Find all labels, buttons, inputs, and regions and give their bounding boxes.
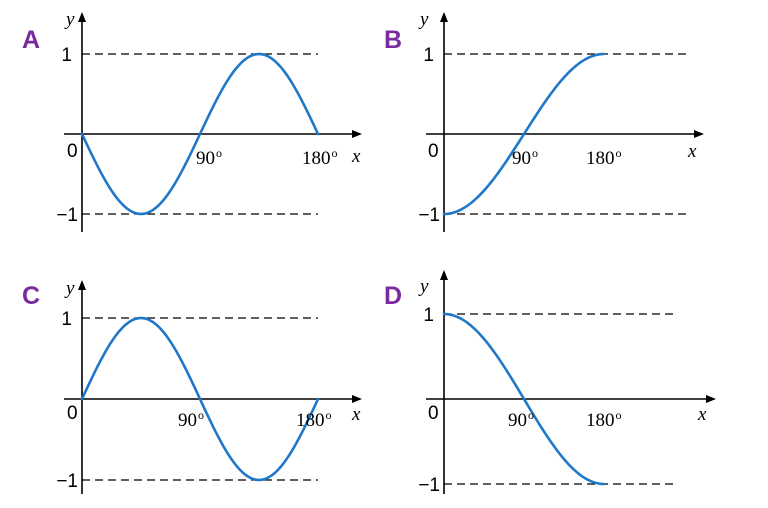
- option-letter: D: [384, 282, 402, 310]
- curve-line: [442, 52, 606, 216]
- x-axis-arrow: [352, 395, 362, 403]
- x-tick-label-90: 90: [178, 410, 197, 431]
- x-axis-label: x: [351, 404, 361, 425]
- x-axis-arrow: [694, 130, 704, 138]
- x-tick-label-90-degree-mark: o: [532, 146, 538, 160]
- curve-line: [80, 316, 320, 482]
- x-tick-label-180-degree-mark: o: [616, 146, 622, 160]
- curve-line: [442, 312, 606, 486]
- x-axis-arrow: [706, 395, 716, 403]
- x-axis-label: x: [351, 146, 361, 167]
- y-axis-label: y: [64, 278, 75, 299]
- x-tick-label-180: 180: [586, 148, 615, 169]
- y-tick-label-minus-one: −1: [56, 205, 78, 226]
- origin-label: 0: [67, 141, 78, 162]
- x-axis-label: x: [687, 141, 697, 162]
- origin-label: 0: [428, 403, 439, 424]
- x-tick-label-90: 90: [512, 148, 531, 169]
- x-tick-label-90: 90: [196, 148, 215, 169]
- x-tick-label-180-degree-mark: o: [326, 408, 332, 422]
- x-axis-arrow: [352, 130, 362, 138]
- y-tick-label-minus-one: −1: [418, 205, 440, 226]
- y-axis-label: y: [64, 9, 75, 30]
- y-tick-label-minus-one: −1: [418, 475, 440, 496]
- x-tick-label-180-degree-mark: o: [616, 408, 622, 422]
- y-tick-label-one: 1: [61, 45, 72, 66]
- x-axis-label: x: [697, 404, 707, 425]
- x-tick-label-90-degree-mark: o: [528, 408, 534, 422]
- y-tick-label-one: 1: [423, 305, 434, 326]
- y-axis-arrow: [440, 270, 448, 280]
- x-tick-label-180: 180: [302, 148, 331, 169]
- y-axis-arrow: [78, 12, 86, 22]
- x-tick-label-90-degree-mark: o: [198, 408, 204, 422]
- option-letter: B: [384, 26, 402, 54]
- y-tick-label-minus-one: −1: [56, 471, 78, 492]
- origin-label: 0: [428, 141, 439, 162]
- y-axis-label: y: [418, 9, 429, 30]
- x-tick-label-180: 180: [586, 410, 615, 431]
- curve-line: [80, 52, 320, 216]
- x-tick-label-90-degree-mark: o: [216, 146, 222, 160]
- x-tick-label-90: 90: [508, 410, 527, 431]
- y-axis-label: y: [418, 276, 429, 297]
- option-letter: A: [22, 26, 40, 54]
- y-tick-label-one: 1: [61, 309, 72, 330]
- x-tick-label-180: 180: [296, 410, 325, 431]
- option-letter: C: [22, 282, 40, 310]
- y-axis-arrow: [440, 12, 448, 22]
- origin-label: 0: [67, 403, 78, 424]
- y-tick-label-one: 1: [423, 45, 434, 66]
- y-axis-arrow: [78, 280, 86, 290]
- x-tick-label-180-degree-mark: o: [332, 146, 338, 160]
